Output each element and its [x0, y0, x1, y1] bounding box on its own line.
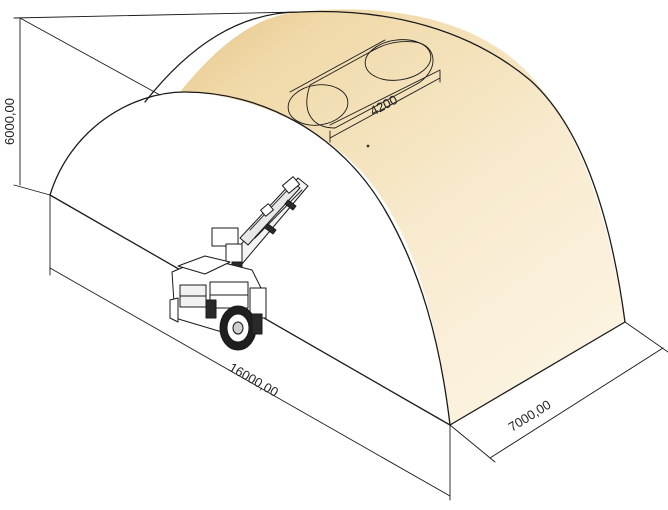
drilling-rig [169, 176, 309, 351]
height-dim-ext-bottom [13, 184, 51, 196]
back-arch [144, 10, 626, 323]
length-dim-line [49, 267, 451, 497]
roof-shell [49, 9, 626, 426]
opening-top-edge [289, 39, 386, 93]
width-dim-ext-left [449, 424, 496, 463]
front-arch [49, 91, 451, 426]
roof-marker-dot [366, 144, 370, 148]
height-dim-label: 6000,00 [2, 98, 17, 145]
width-dim-ext-right [624, 321, 668, 353]
ground-right-edge [449, 321, 626, 426]
height-dim-guide [19, 17, 161, 96]
width-dim-label: 7000,00 [506, 397, 554, 435]
height-dimension: 6000,00 [2, 11, 301, 196]
length-dim-label: 16000,00 [227, 360, 281, 400]
opening-oval-left [287, 84, 349, 126]
opening-outline [306, 41, 434, 129]
opening-bottom-edge [329, 69, 441, 126]
roof-surface [50, 9, 625, 426]
opening-oval-right [364, 39, 432, 81]
rig-boom [211, 176, 309, 273]
width-dim-line [489, 347, 664, 459]
opening-dim-line [329, 77, 441, 139]
height-dim-ext-top [13, 11, 301, 19]
rig-wheel [219, 305, 263, 351]
